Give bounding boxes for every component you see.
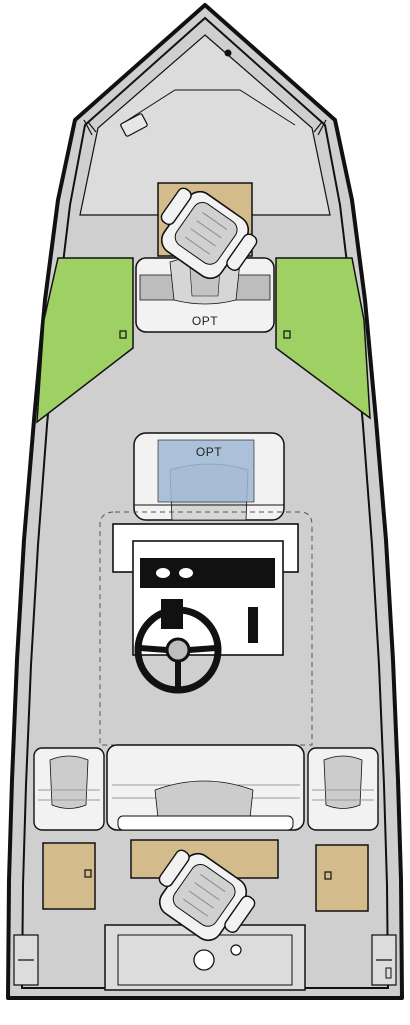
bow-hatch-handle bbox=[120, 113, 148, 137]
casting-pad-left bbox=[36, 257, 134, 424]
stern-hatch-left bbox=[42, 842, 96, 910]
pad-latch-right bbox=[283, 330, 291, 339]
front-pedestal-seat bbox=[160, 187, 258, 280]
console-seat-opt-label: OPT bbox=[196, 445, 222, 459]
stern-hatch-right bbox=[315, 844, 369, 912]
center-console bbox=[112, 523, 299, 656]
rear-bench-seat bbox=[106, 744, 305, 831]
stern-cleat-right bbox=[371, 934, 397, 986]
front-seat-opt-label: OPT bbox=[192, 314, 218, 328]
drain-plug-large bbox=[193, 949, 215, 971]
pad-latch-left bbox=[119, 330, 127, 339]
bow-cleat-left bbox=[83, 119, 97, 136]
stern-fitting-right bbox=[385, 967, 392, 979]
rear-right-seat bbox=[307, 747, 379, 831]
console-area-outline bbox=[99, 511, 313, 746]
throttle-lever bbox=[248, 607, 258, 643]
stern-hatch-right-latch bbox=[324, 871, 332, 880]
bow-deck-line bbox=[119, 89, 296, 126]
casting-pad-right bbox=[275, 257, 371, 420]
rear-pedestal-seat bbox=[158, 849, 256, 942]
drain-plug-small bbox=[230, 944, 242, 956]
steering-wheel bbox=[134, 606, 222, 694]
rear-left-seat bbox=[33, 747, 105, 831]
stern-hatch-left-latch bbox=[84, 869, 92, 878]
gauge-left bbox=[156, 568, 170, 578]
optional-area-highlight bbox=[157, 439, 255, 503]
steering-column bbox=[161, 599, 183, 629]
bow-light bbox=[224, 49, 232, 57]
bow-cleat-right bbox=[313, 119, 327, 136]
gauge-right bbox=[179, 568, 193, 578]
console-seat: OPT bbox=[133, 432, 285, 521]
stern-cleat-left bbox=[13, 934, 39, 986]
stern-well bbox=[104, 924, 306, 991]
